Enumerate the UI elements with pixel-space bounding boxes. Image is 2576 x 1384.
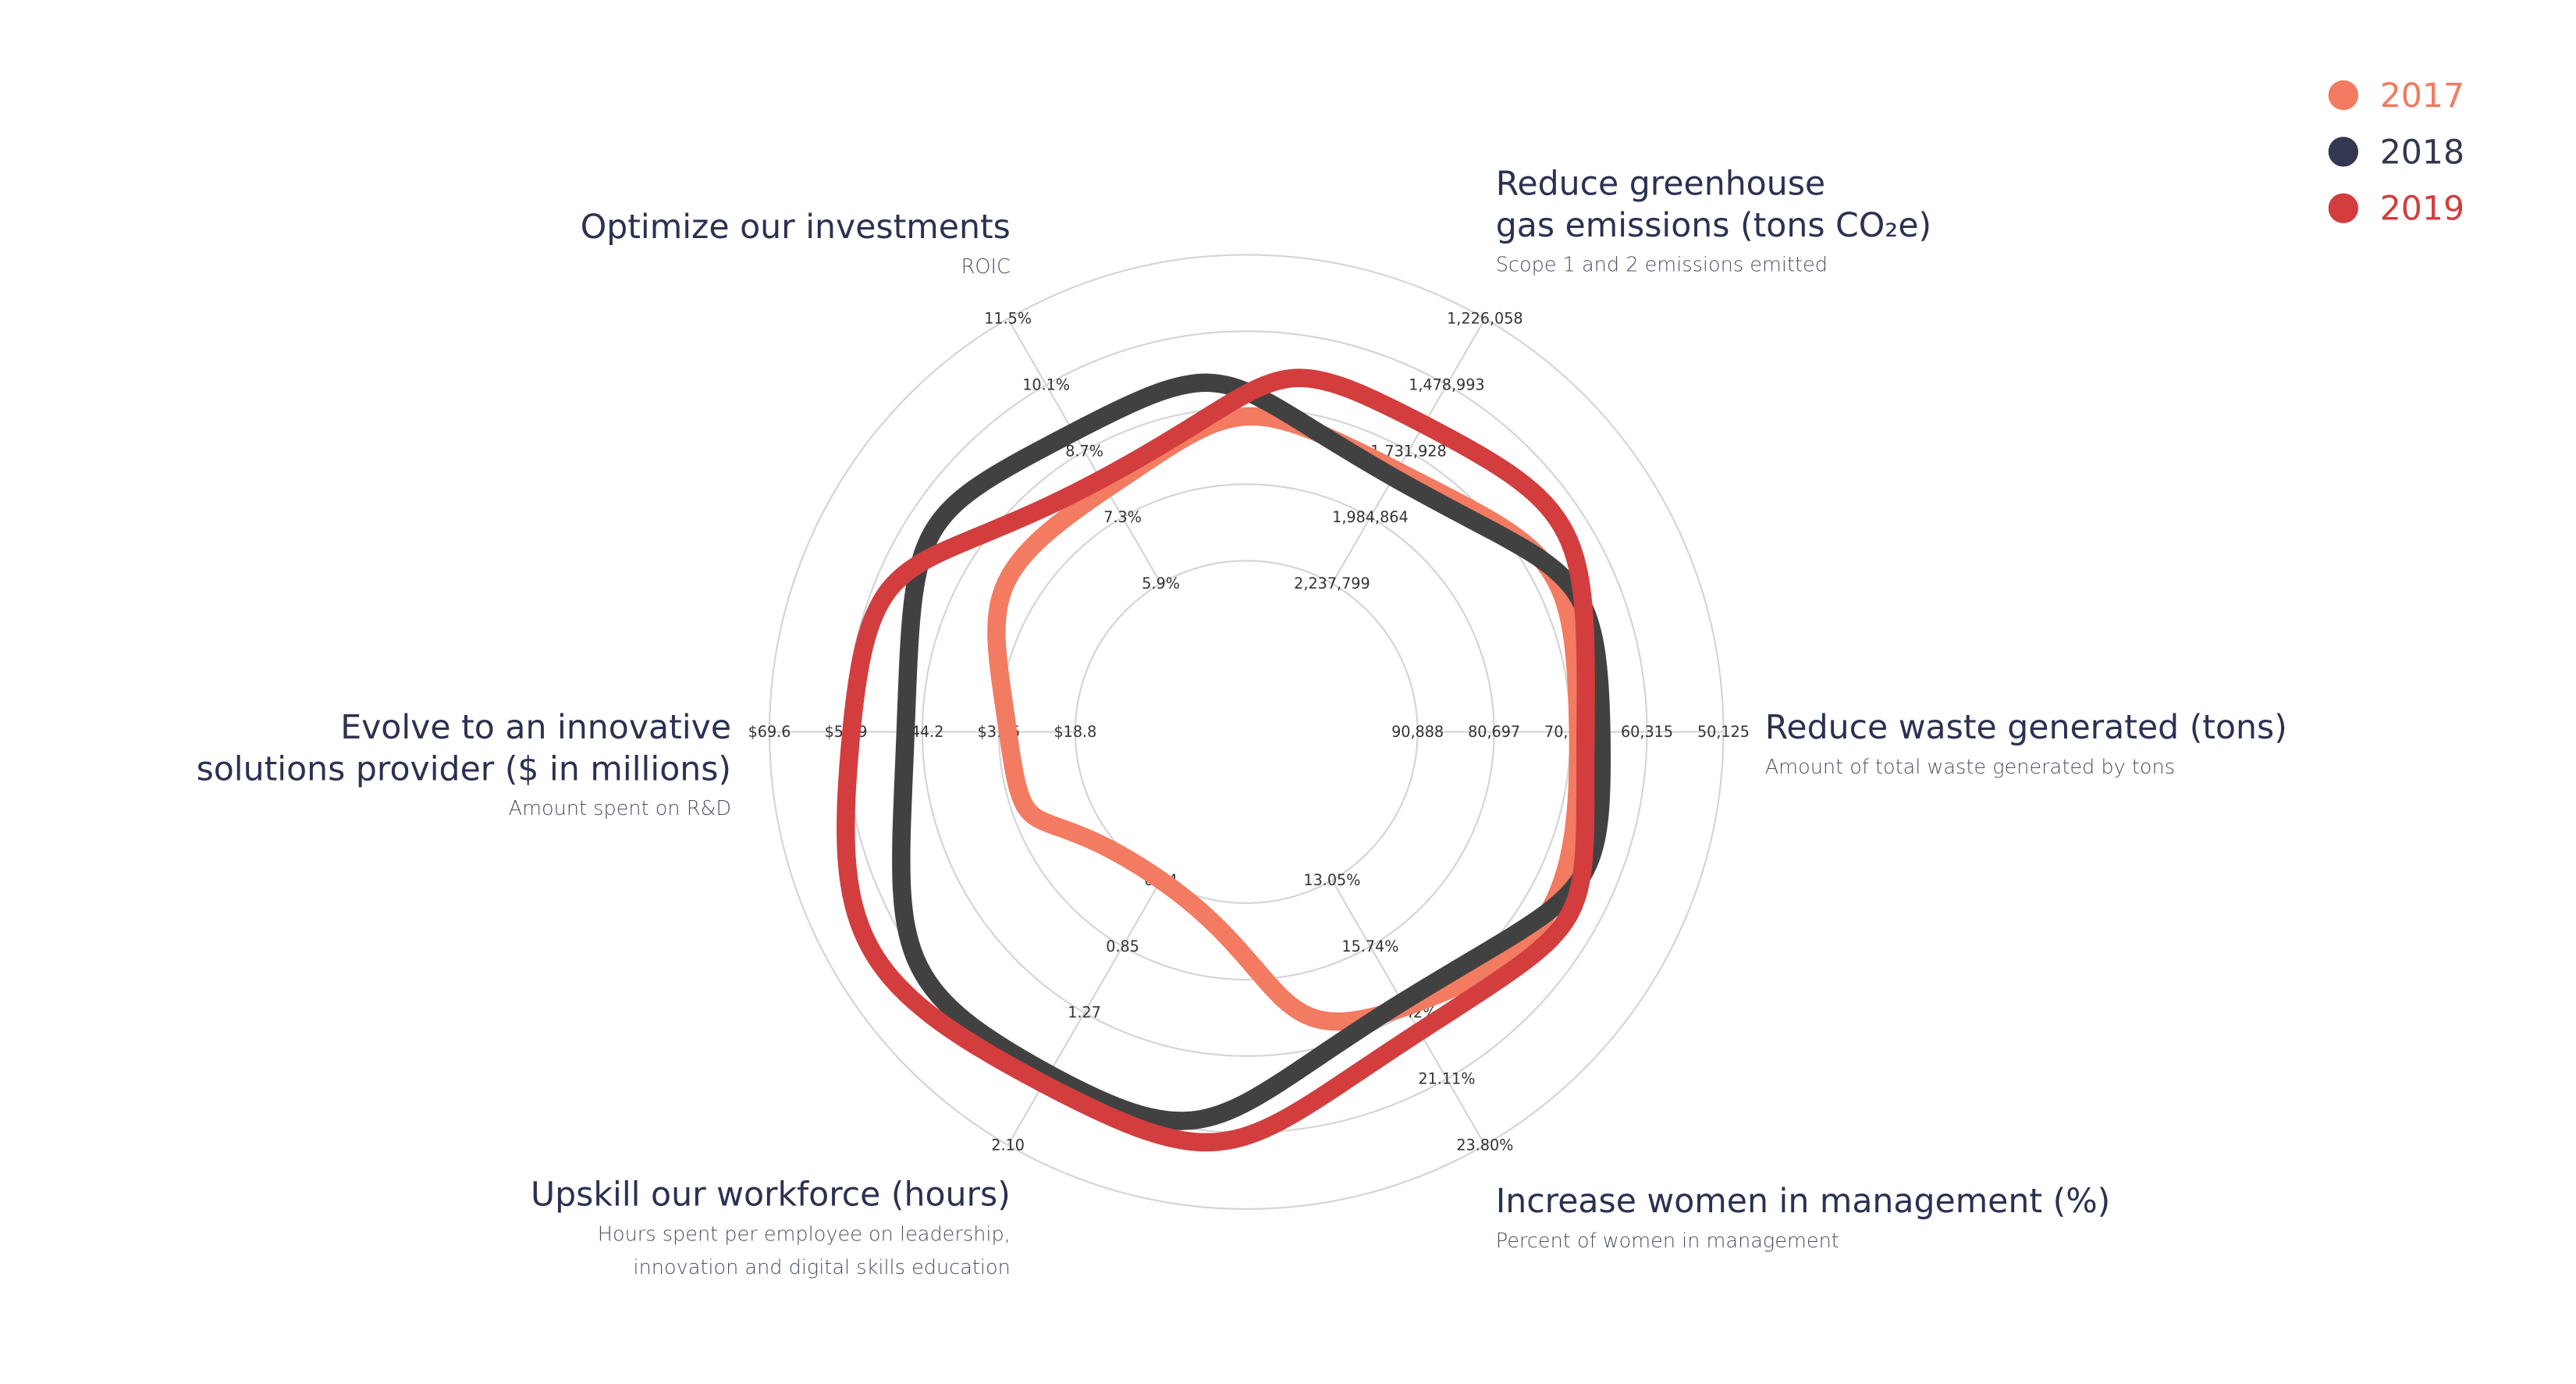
tick-label: 1.27 [1068,1004,1101,1022]
axis-title: Reduce greenhouse [1496,165,1825,204]
axis-subtitle: ROIC [961,255,1011,279]
series-curve-2017 [987,407,1588,1031]
tick-label: 50,125 [1697,723,1750,741]
axis-line [1331,318,1486,585]
tick-label: 80,697 [1468,723,1520,741]
tick-label: 1,731,928 [1370,442,1446,460]
axis-title: Increase women in management (%) [1496,1182,2111,1221]
series-curve-2019 [837,368,1595,1152]
axis-title: Evolve to an innovative [340,708,731,747]
axis-subtitle: Hours spent per employee on leadership, [598,1222,1011,1246]
axis-subtitle: innovation and digital skills education [633,1256,1010,1279]
legend-label-2018: 2018 [2380,133,2464,172]
series-curve-2018 [892,373,1611,1130]
tick-label: 5.9% [1142,575,1180,592]
tick-label: $69.6 [748,723,791,741]
tick-label: 2,237,799 [1294,575,1370,592]
tick-label: 0.85 [1106,937,1139,955]
axis-subtitle: Percent of women in management [1496,1229,1839,1253]
tick-label: 21.11% [1418,1069,1475,1087]
tick-label: 90,888 [1391,723,1444,741]
legend-label-2019: 2019 [2380,190,2464,229]
tick-label: 60,315 [1621,723,1673,741]
tick-label: 23.80% [1456,1136,1513,1154]
axis-line [1007,318,1162,585]
tick-label: 7.3% [1103,508,1142,526]
axis-title: Upskill our workforce (hours) [531,1176,1011,1215]
legend-label-2017: 2017 [2380,76,2464,116]
legend-marker-2017 [2328,80,2359,111]
tick-label: 2.10 [991,1136,1025,1154]
axis-subtitle: Scope 1 and 2 emissions emitted [1496,254,1828,277]
legend: 2017 2018 2019 [2328,76,2464,229]
tick-label: 1,226,058 [1447,310,1523,328]
tick-label: 15.74% [1341,937,1398,955]
series-curves [837,368,1611,1152]
legend-marker-2019 [2328,193,2359,223]
legend-marker-2018 [2328,137,2359,167]
axis-title: solutions provider ($ in millions) [197,749,731,788]
axis-title: Optimize our investments [581,208,1011,247]
tick-label: $18.8 [1053,723,1096,741]
tick-label: 10.1% [1022,376,1070,394]
tick-label: 8.7% [1065,442,1103,460]
axis-title: Reduce waste generated (tons) [1765,708,2287,747]
axis-subtitle: Amount of total waste generated by tons [1765,756,2175,779]
axis-subtitle: Amount spent on R&D [509,797,731,820]
tick-label: 1,984,864 [1332,508,1409,526]
axis-line [1007,880,1162,1146]
tick-label: 13.05% [1303,871,1360,889]
axis-title: gas emissions (tons CO₂e) [1496,206,1931,245]
tick-label: 1,478,993 [1409,376,1485,394]
tick-label: 11.5% [984,310,1032,328]
